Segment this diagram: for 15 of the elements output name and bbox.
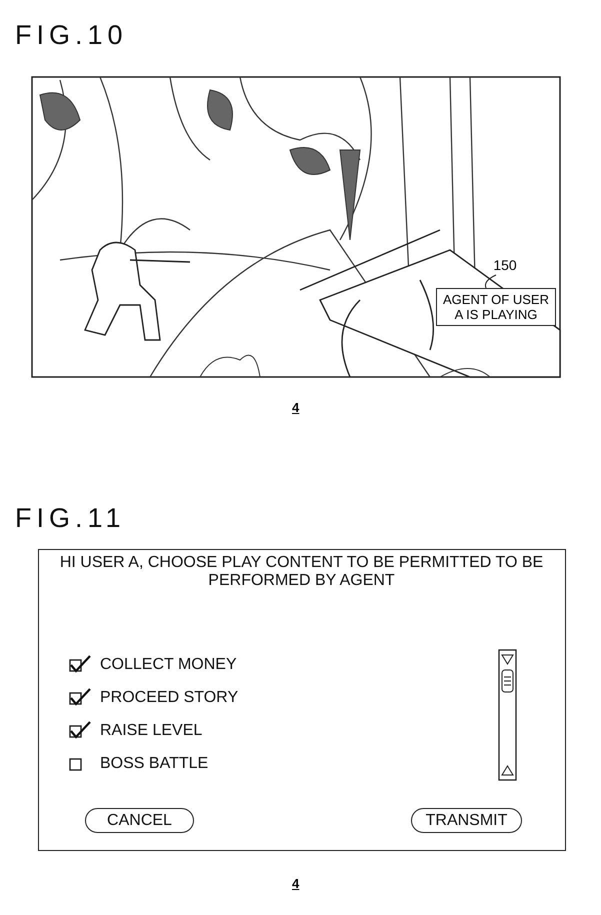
leader-line bbox=[484, 274, 496, 288]
cancel-button: CANCEL bbox=[85, 808, 194, 833]
page-number: 4 bbox=[292, 400, 300, 415]
option-label: PROCEED STORY bbox=[100, 689, 238, 707]
page-number: 4 bbox=[292, 876, 300, 891]
figure-number: FIG.10 bbox=[15, 20, 128, 51]
option-label: RAISE LEVEL bbox=[100, 722, 202, 740]
figure-number: FIG.11 bbox=[15, 503, 126, 534]
callout-number: 150 bbox=[488, 257, 522, 275]
transmit-button: TRANSMIT bbox=[411, 808, 522, 833]
option-label: BOSS BATTLE bbox=[100, 755, 208, 773]
dialog-panel bbox=[38, 549, 566, 851]
option-label: COLLECT MONEY bbox=[100, 656, 237, 674]
status-label-box: AGENT OF USER A IS PLAYING bbox=[436, 288, 556, 326]
dialog-heading: HI USER A, CHOOSE PLAY CONTENT TO BE PERMITTED TO BE PERFORMED BY AGENT bbox=[58, 554, 544, 590]
